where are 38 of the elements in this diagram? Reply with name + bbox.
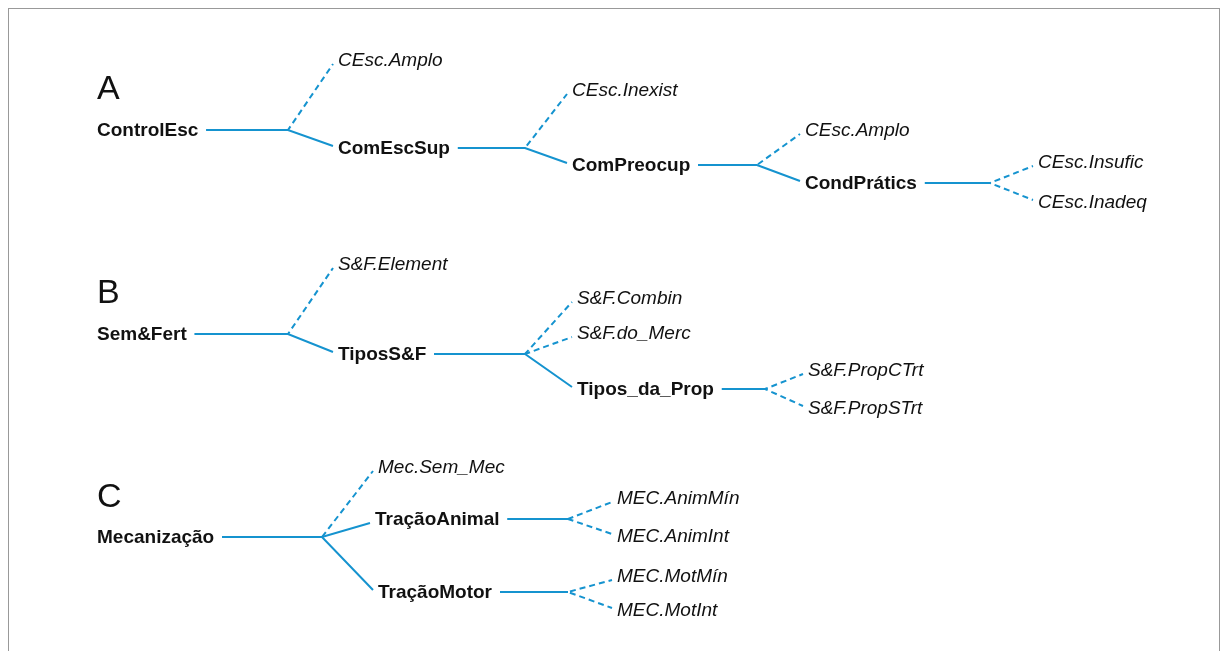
category-label: MEC.MotMín xyxy=(617,564,728,588)
factor-label: TraçãoAnimal xyxy=(375,507,500,531)
category-label: Mec.Sem_Mec xyxy=(378,455,505,479)
category-label: S&F.PropSTrt xyxy=(808,396,923,420)
trunk-line xyxy=(697,164,758,166)
factor-label: TiposS&F xyxy=(338,342,427,366)
category-label: CEsc.Insufic xyxy=(1038,150,1144,174)
factor-label: Tipos_da_Prop xyxy=(577,377,714,401)
factor-label: TraçãoMotor xyxy=(378,580,493,604)
category-label: S&F.Element xyxy=(338,252,448,276)
factor-label: ComPreocup xyxy=(572,153,691,177)
category-label: S&F.Combin xyxy=(577,286,683,310)
trunk-line xyxy=(720,388,766,390)
panel-letter: A xyxy=(97,70,120,104)
trunk-line xyxy=(456,147,526,149)
factor-label: ControlEsc xyxy=(97,118,199,142)
trunk-line xyxy=(221,536,323,538)
category-label: MEC.MotInt xyxy=(617,598,718,622)
category-label: CEsc.Inadeq xyxy=(1038,190,1147,214)
factor-label: Mecanização xyxy=(97,525,215,549)
category-label: CEsc.Amplo xyxy=(338,48,443,72)
trunk-line xyxy=(205,129,289,131)
factor-label: CondPrátics xyxy=(805,171,917,195)
trunk-line xyxy=(506,518,569,520)
trunk-line xyxy=(193,333,289,335)
category-label: S&F.PropCTrt xyxy=(808,358,924,382)
trunk-line xyxy=(499,591,569,593)
category-label: MEC.AnimInt xyxy=(617,524,729,548)
factor-label: Sem&Fert xyxy=(97,322,187,346)
panel-letter: B xyxy=(97,274,120,308)
category-label: S&F.do_Merc xyxy=(577,321,691,345)
trunk-line xyxy=(433,353,526,355)
factor-label: ComEscSup xyxy=(338,136,450,160)
panel-letter: C xyxy=(97,478,122,512)
category-label: CEsc.Inexist xyxy=(572,78,678,102)
trunk-line xyxy=(923,182,991,184)
category-label: CEsc.Amplo xyxy=(805,118,910,142)
category-label: MEC.AnimMín xyxy=(617,486,740,510)
